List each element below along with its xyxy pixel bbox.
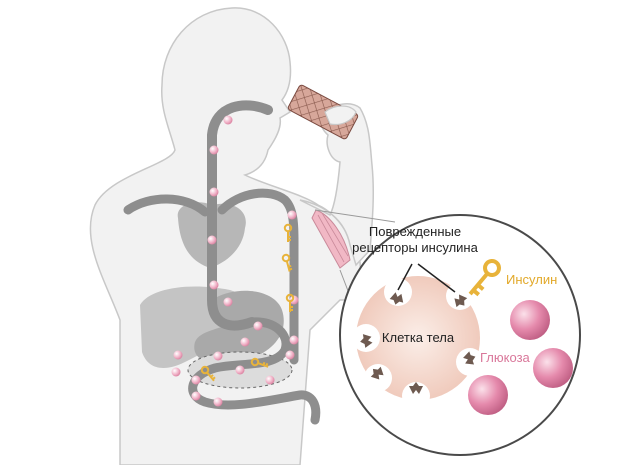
insulin-key-icon	[468, 259, 501, 297]
receptor-icon	[352, 278, 484, 410]
glucose-dots	[171, 115, 299, 407]
damaged-receptors-label-2: рецепторы инсулина	[352, 240, 478, 255]
vessel-right	[217, 188, 299, 365]
damaged-receptors-label-1: Поврежденные	[369, 224, 461, 239]
glucose-sphere-icon	[468, 300, 573, 415]
body-cell-label: Клетка тела	[382, 330, 455, 345]
wafer-icon	[287, 84, 359, 140]
insulin-label: Инсулин	[506, 272, 557, 287]
intestine	[188, 317, 321, 425]
esophagus	[207, 100, 273, 331]
arm	[299, 103, 375, 267]
vessel-left	[123, 194, 210, 217]
glucose-label: Глюкоза	[480, 350, 531, 365]
